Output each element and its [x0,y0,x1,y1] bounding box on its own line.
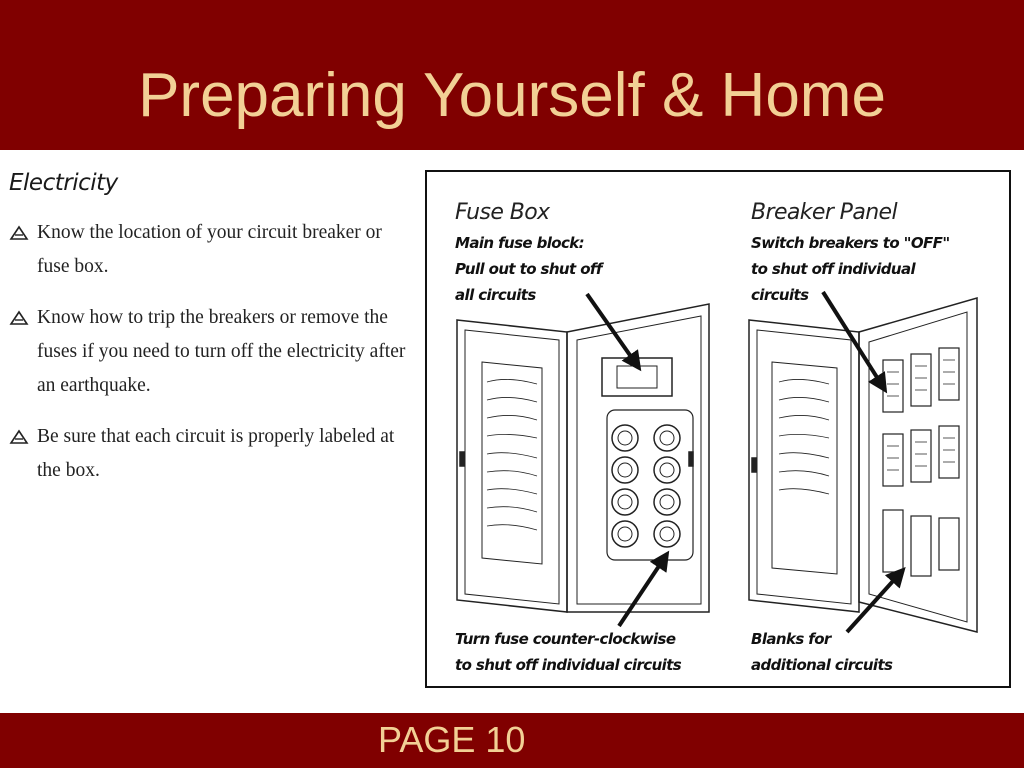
fuse-box-cabinet-illustration [566,303,710,613]
breaker-panel-bottom-caption: Blanks for additional circuits [751,630,893,674]
pointer-arrows [585,290,906,634]
bullet-icon [9,225,29,240]
bullet-item: Be sure that each circuit is properly la… [9,420,409,488]
fuse-box-bottom-caption: Turn fuse counter-clockwise to shut off … [455,630,682,674]
bullet-item: Know the location of your circuit breake… [9,216,409,284]
bullet-icon [9,429,29,444]
breaker-panel-main-caption: Switch breakers to "OFF" to shut off ind… [751,234,950,304]
bullet-text: Know how to trip the breakers or remove … [37,307,406,396]
title-banner: Preparing Yourself & Home [0,0,1024,150]
page-number: PAGE 10 [378,719,526,760]
slide-title: Preparing Yourself & Home [138,61,886,130]
panel-illustration [456,290,978,634]
fuse-box-main-caption: Main fuse block: Pull out to shut off al… [455,234,602,304]
footer-banner: PAGE 10 [0,713,1024,768]
bullet-item: Know how to trip the breakers or remove … [9,301,409,403]
bullet-text: Know the location of your circuit breake… [37,222,382,277]
electrical-panels-figure: Fuse Box Main fuse block: Pull out to sh… [425,170,1011,688]
breaker-panel-title: Breaker Panel [751,200,898,225]
bullet-icon [9,310,29,325]
breaker-panel-door-illustration [748,319,860,613]
bullet-list: Know the location of your circuit breake… [9,216,409,488]
section-heading: Electricity [9,170,118,196]
slide-content: Electricity Know the location of your ci… [0,150,1024,713]
fuse-box-title: Fuse Box [455,200,550,225]
fuse-box-door-illustration [456,319,568,613]
breaker-panel-cabinet-illustration [858,297,978,633]
bullet-text: Be sure that each circuit is properly la… [37,426,395,481]
